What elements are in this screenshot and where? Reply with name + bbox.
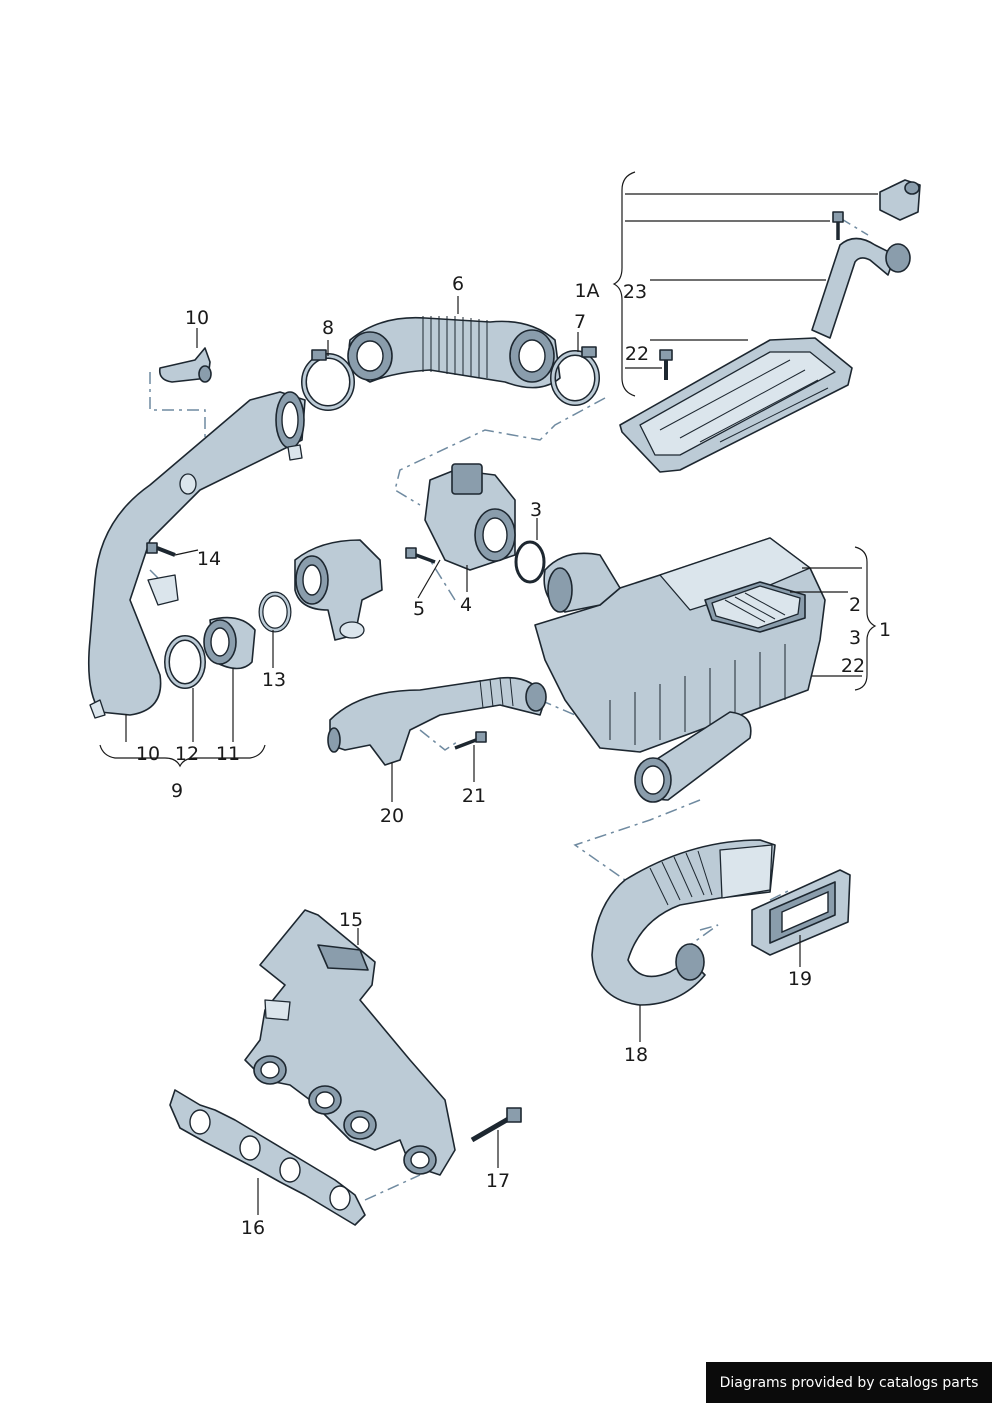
air-filter-housing-part-1 xyxy=(534,537,826,803)
sensor-part-10 xyxy=(158,347,212,383)
callout-1a: 1A xyxy=(574,280,599,302)
callout-13: 13 xyxy=(262,669,286,691)
air-mass-meter-part-4 xyxy=(424,463,516,571)
screw-part-21 xyxy=(454,731,487,750)
callout-20: 20 xyxy=(380,805,404,827)
callout-3-filter: 3 xyxy=(849,627,861,649)
footer-credit-text: Diagrams provided by catalogs parts xyxy=(719,1374,979,1391)
bolt-part-14 xyxy=(146,542,176,557)
callout-16: 16 xyxy=(241,1217,265,1239)
stud-bolt-part-17 xyxy=(470,1107,522,1143)
callout-18: 18 xyxy=(624,1044,648,1066)
housing-ribs xyxy=(609,644,786,745)
callout-9: 9 xyxy=(171,780,183,802)
intake-grille-part-19 xyxy=(751,869,851,956)
callout-5: 5 xyxy=(413,598,425,620)
manifold-gasket-part-16 xyxy=(169,1089,366,1226)
drain-hose-part-23 xyxy=(811,237,911,339)
hose-clamp-part-8 xyxy=(301,349,355,411)
callout-10-bottom: 10 xyxy=(136,743,160,765)
screw-upper-part xyxy=(832,211,844,240)
group-bracket-part-1 xyxy=(854,546,877,691)
hose-corrugation xyxy=(422,316,488,378)
intake-duct-part-18 xyxy=(591,839,776,1006)
cap-top-part xyxy=(879,179,921,221)
callout-22-right: 22 xyxy=(841,655,865,677)
group-bracket-part-1a xyxy=(612,171,636,397)
seal-ring-part-3 xyxy=(514,540,546,584)
breather-pipe-part-20 xyxy=(327,676,547,766)
callout-1: 1 xyxy=(879,619,891,641)
clamp-part-13 xyxy=(258,591,292,633)
screw-part-5 xyxy=(405,547,436,564)
hose-clamp-part-7 xyxy=(550,346,600,406)
connector-sleeve-part-11 xyxy=(203,616,256,670)
filter-element-part-2 xyxy=(711,585,801,629)
callout-labels: 6 8 7 10 1A 23 22 14 3 5 4 2 3 22 1 13 1… xyxy=(136,273,891,1239)
footer-credit-banner: Diagrams provided by catalogs parts xyxy=(706,1362,992,1403)
callout-7: 7 xyxy=(574,311,586,333)
callout-6: 6 xyxy=(452,273,464,295)
callout-3-seal: 3 xyxy=(530,499,542,521)
exhaust-manifold-part-15 xyxy=(244,909,456,1176)
intake-hose-part-6 xyxy=(347,316,561,389)
callout-22-top: 22 xyxy=(625,343,649,365)
elbow-housing xyxy=(294,539,383,641)
callout-10-top: 10 xyxy=(185,307,209,329)
callout-12: 12 xyxy=(175,743,199,765)
filter-lower-tray-part-1a xyxy=(619,337,853,473)
callout-8: 8 xyxy=(322,317,334,339)
clamp-part-12 xyxy=(164,635,206,689)
callout-15: 15 xyxy=(339,909,363,931)
callout-19: 19 xyxy=(788,968,812,990)
callout-17: 17 xyxy=(486,1170,510,1192)
charge-air-pipe-part-9 xyxy=(87,391,306,719)
callout-2: 2 xyxy=(849,594,861,616)
callout-14: 14 xyxy=(197,548,221,570)
bolt-part-22-upper xyxy=(659,349,673,380)
callout-4: 4 xyxy=(460,594,472,616)
group-bracket-part-9 xyxy=(99,744,266,768)
callout-11: 11 xyxy=(216,743,240,765)
callout-21: 21 xyxy=(462,785,486,807)
callout-23: 23 xyxy=(623,281,647,303)
leader-lines xyxy=(125,193,878,1215)
